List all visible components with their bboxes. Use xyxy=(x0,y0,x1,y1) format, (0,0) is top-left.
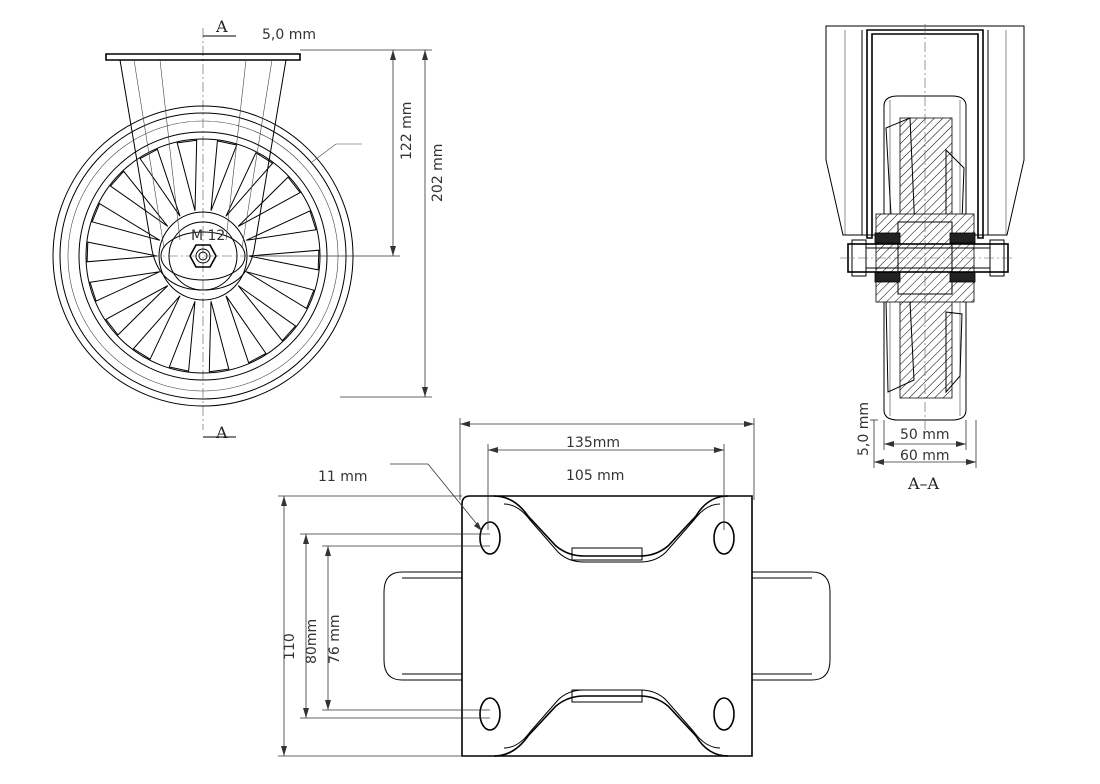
thread-label: M 12 xyxy=(191,228,225,244)
wheel-spoke xyxy=(86,241,158,263)
top-view: 135mm 105 mm 11 mm 110 80mm 76 mm xyxy=(278,418,831,757)
wheel-spoke xyxy=(210,140,238,211)
wheel-spoke xyxy=(89,271,161,302)
wheel-spoke xyxy=(91,202,161,241)
side-view: A A 5,0 mm M 12 122 mm 202 mm xyxy=(52,17,446,442)
section-mark-top: A xyxy=(215,17,228,36)
height-axle-label: 122 mm xyxy=(399,102,415,160)
height-total-label: 202 mm xyxy=(430,144,446,202)
dim-50-label: 50 mm xyxy=(900,427,950,443)
section-view: 50 mm 60 mm 5,0 mm A–A xyxy=(825,24,1025,493)
section-title: A–A xyxy=(907,474,940,493)
wheel-spoke xyxy=(168,301,196,372)
dim-110-label: 110 xyxy=(282,633,298,660)
wheel-spoke xyxy=(225,152,274,217)
wheel-spoke xyxy=(176,139,198,211)
wheel-spoke xyxy=(132,295,181,360)
plate-thickness-label: 5,0 mm xyxy=(262,27,316,43)
dim-11-label: 11 mm xyxy=(318,469,368,485)
wheel-spoke xyxy=(225,295,267,364)
dim-135-label: 135mm xyxy=(566,435,620,451)
wheel-spoke xyxy=(245,210,317,241)
dim-80-label: 80mm xyxy=(304,619,320,664)
wheel-spoke xyxy=(139,148,181,217)
wheel-spoke xyxy=(237,176,301,227)
dim-105-label: 105 mm xyxy=(566,468,624,484)
dim-76-label: 76 mm xyxy=(327,614,343,664)
wheel-spoke xyxy=(105,285,169,336)
wheel-spoke xyxy=(208,301,230,373)
dim-5-section-label: 5,0 mm xyxy=(856,402,872,456)
section-mark-bottom: A xyxy=(215,423,228,442)
wheel-spoke xyxy=(237,285,297,342)
wheel-spoke xyxy=(245,271,315,310)
wheel-spoke xyxy=(248,249,320,271)
dim-60-label: 60 mm xyxy=(900,448,950,464)
wheel-spoke xyxy=(109,170,169,227)
